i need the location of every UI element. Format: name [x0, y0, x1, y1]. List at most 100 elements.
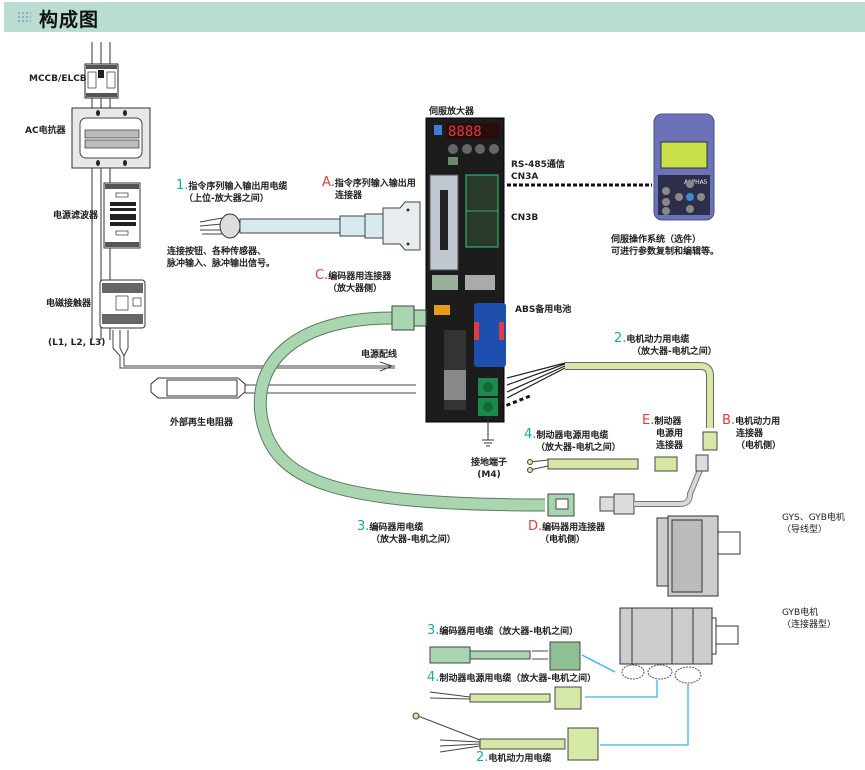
cable-2-number: 2.	[614, 331, 627, 346]
cable-3-title: 编码器用电缆	[369, 523, 424, 533]
grid-dots-icon	[17, 11, 31, 23]
brake-dotted-link	[499, 394, 531, 410]
servo-amplifier-icon: 8888	[425, 117, 506, 423]
mccb-icon	[84, 63, 119, 99]
connector-d-title: 编码器用连接器	[542, 523, 606, 533]
motor-lead-type-icon	[656, 515, 741, 597]
bottom-cable-2-number: 2.	[476, 750, 489, 765]
connector-b-sub1: 连接器	[736, 429, 764, 439]
section-header: 构成图	[4, 2, 865, 32]
connector-c-letter: C.	[315, 268, 329, 283]
connector-e-sub1: 电源用	[656, 429, 684, 439]
keypad-caption-line2: 可进行参数复制和编辑等。	[611, 247, 720, 257]
keypad-caption-line1: 伺服操作系统（选件）	[611, 235, 702, 245]
connector-c-sub: （放大器侧）	[328, 284, 383, 294]
bottom-cable-2-label: 2.电机动力用电缆	[476, 750, 552, 765]
bottom-brake-cable-icon	[429, 686, 582, 710]
brake-cable-4-icon	[527, 456, 678, 473]
bottom-cable-4-text: 制动器电源用电缆（放大器-电机之间）	[439, 674, 597, 684]
connector-b-letter: B.	[722, 413, 736, 428]
connector-d-letter: D.	[528, 519, 543, 534]
motor-power-cable-2-icon	[506, 362, 718, 451]
ac-reactor-label: AC电抗器	[25, 126, 66, 136]
motor-encoder-lead-icon	[599, 454, 709, 515]
connector-e-sub2: 连接器	[656, 441, 684, 451]
ground-icon	[482, 416, 494, 447]
motor-lead-label: GYS、GYB电机 （导线型）	[782, 512, 845, 536]
power-wiring-label: 电源配线	[361, 350, 398, 360]
amplifier-title: 伺服放大器	[429, 107, 475, 117]
cable-1-note-line2: 脉冲输入、脉冲输出信号。	[167, 259, 276, 269]
bottom-cable-4-number: 4.	[427, 670, 440, 685]
connector-b-sub2: （电机侧）	[736, 441, 782, 451]
bottom-encoder-cable-icon	[429, 641, 581, 671]
connector-e-letter: E.	[642, 413, 655, 428]
mccb-label: MCCB/ELCB	[29, 74, 87, 84]
cable-1-note-line1: 连接按钮、各种传感器、	[167, 247, 267, 257]
connector-c-title: 编码器用连接器	[328, 272, 392, 282]
keypad-brand: ALPHA5	[684, 179, 708, 186]
cable-4-number: 4.	[524, 427, 537, 442]
cable-1-sub: （上位-放大器之间）	[184, 194, 269, 204]
cable-4-sub: （放大器-电机之间）	[536, 443, 621, 453]
amp-display: 8888	[448, 124, 482, 140]
bottom-cable-3-text: 编码器用电缆（放大器-电机之间）	[439, 627, 579, 637]
regen-resistor-icon	[150, 377, 416, 399]
connector-d-sub: （电机侧）	[540, 535, 586, 545]
blue-link-lines	[581, 654, 689, 746]
abs-battery-label: ABS备用电池	[515, 305, 572, 315]
power-filter-label: 电源滤波器	[53, 211, 99, 221]
connector-a-letter: A.	[322, 175, 335, 190]
motor-lead-title: GYS、GYB电机	[782, 513, 845, 523]
motor-lead-sub: （导线型）	[782, 525, 828, 535]
phase-wires	[112, 330, 395, 372]
rs485-label: RS-485通信	[511, 160, 565, 170]
cn3b-label: CN3B	[511, 213, 539, 223]
connector-a-label: A.指令序列输入输出用 连接器	[322, 175, 416, 202]
cable-4-title: 制动器电源用电缆	[536, 431, 609, 441]
ground-line1: 接地端子	[470, 458, 507, 468]
cable-3-label: 3.编码器用电缆 （放大器-电机之间）	[357, 519, 456, 546]
bottom-power-cable-icon	[412, 712, 599, 761]
cable-4-label: 4.制动器电源用电缆 （放大器-电机之间）	[524, 427, 621, 454]
ground-terminal-label: 接地端子 (M4)	[467, 457, 511, 481]
contactor-label: 电磁接触器	[46, 299, 92, 309]
bottom-cable-2-text: 电机动力用电缆	[488, 754, 552, 764]
cable-3-number: 3.	[357, 519, 370, 534]
cable-1-number: 1.	[176, 178, 189, 193]
cn3a-label: CN3A	[511, 172, 539, 182]
cable-2-title: 电机动力用电缆	[626, 335, 690, 345]
connector-a-title: 指令序列输入输出用	[334, 179, 416, 189]
io-cable-1-icon	[199, 201, 421, 251]
connector-a-sub: 连接器	[335, 191, 363, 201]
contactor-icon	[99, 279, 146, 329]
regen-resistor-label: 外部再生电阻器	[170, 418, 234, 428]
connector-e-title: 制动器	[654, 417, 682, 427]
cable-3-sub: （放大器-电机之间）	[371, 535, 456, 545]
connector-b-title: 电机动力用	[735, 417, 781, 427]
cable-1-note: 连接按钮、各种传感器、 脉冲输入、脉冲输出信号。	[167, 246, 275, 270]
phases-label: (L1, L2, L3)	[48, 338, 106, 348]
ground-line2: (M4)	[477, 470, 501, 480]
motor-connector-sub: （连接器型）	[782, 620, 837, 630]
cable-1-title: 指令序列输入输出用电缆	[188, 182, 288, 192]
bottom-cable-3-number: 3.	[427, 623, 440, 638]
keypad-icon: ALPHA5	[653, 113, 715, 221]
motor-connector-type-icon	[619, 607, 739, 684]
page-title: 构成图	[39, 9, 100, 31]
bottom-cable-3-label: 3.编码器用电缆（放大器-电机之间）	[427, 623, 579, 638]
connector-e-label: E.制动器 电源用 连接器	[642, 413, 684, 452]
motor-connector-title: GYB电机	[782, 608, 819, 618]
connector-d-label: D.编码器用连接器 （电机侧）	[528, 519, 606, 546]
cable-1-label: 1.指令序列输入输出用电缆 （上位-放大器之间）	[176, 178, 288, 205]
encoder-cable-3-icon	[253, 305, 575, 517]
cable-2-label: 2.电机动力用电缆 （放大器-电机之间）	[614, 331, 717, 358]
connector-b-label: B.电机动力用 连接器 （电机侧）	[722, 413, 782, 452]
keypad-caption: 伺服操作系统（选件） 可进行参数复制和编辑等。	[611, 234, 719, 258]
cable-2-sub: （放大器-电机之间）	[632, 347, 717, 357]
power-filter-icon	[103, 182, 141, 249]
motor-connector-label: GYB电机 （连接器型）	[782, 607, 836, 631]
bottom-cable-4-label: 4.制动器电源用电缆（放大器-电机之间）	[427, 670, 597, 685]
ac-reactor-icon	[71, 107, 151, 169]
